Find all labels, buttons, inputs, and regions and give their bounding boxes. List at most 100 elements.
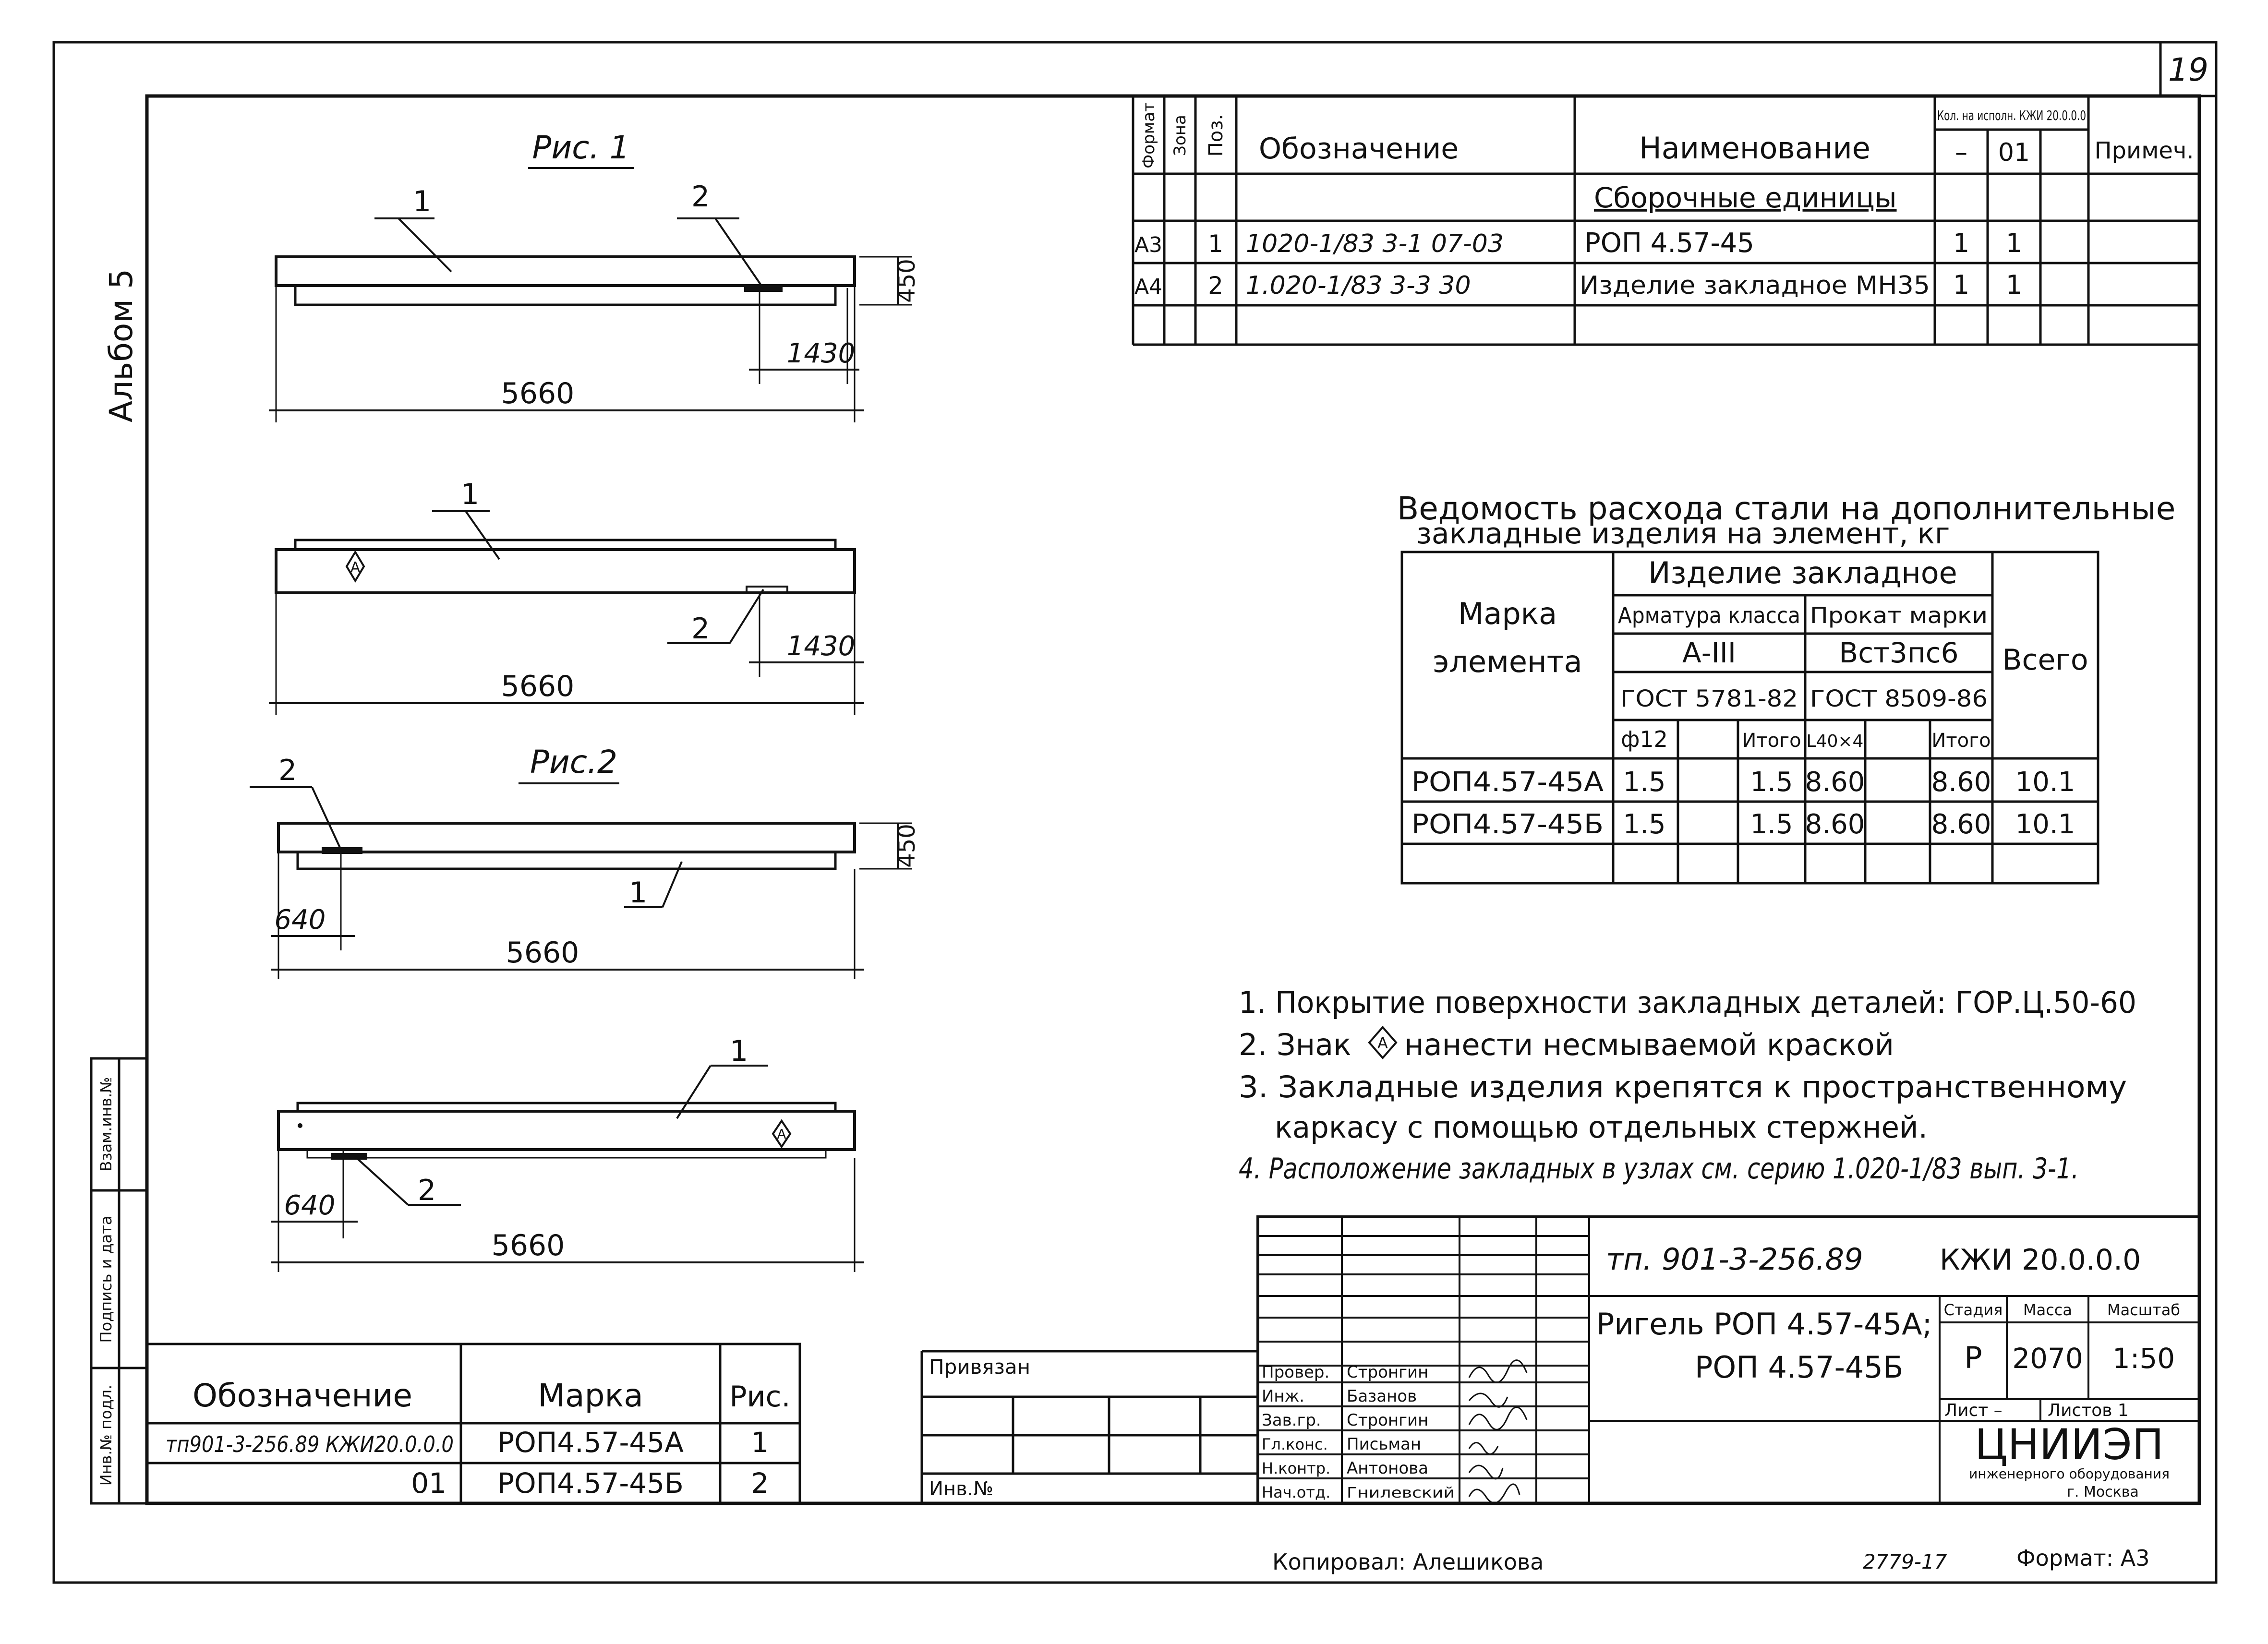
marks-row1-designation: тп901-3-256.89 КЖИ20.0.0.0: [166, 1431, 454, 1457]
spec-header-name: Наименование: [1639, 131, 1870, 166]
beam-1b-pos2: 2: [691, 612, 710, 646]
format-label: Формат: А3: [2016, 1545, 2149, 1571]
privyazan-block: Привязан Инв.№: [920, 1350, 1258, 1503]
steel-row2-mark: РОП4.57-45Б: [1411, 809, 1604, 840]
steel-row1-angle: 8.60: [1805, 767, 1865, 798]
marks-table: Обозначение Марка Рис. тп901-3-256.89 КЖ…: [145, 1343, 801, 1505]
spec-header-qty-dash: –: [1955, 138, 1967, 167]
beam-2b-pos2: 2: [418, 1174, 436, 1207]
steel-rolled-gost: ГОСТ 8509-86: [1810, 685, 1988, 712]
beam-1b-offset: 1430: [787, 631, 856, 662]
note-3-cont: каркасу с помощью отдельных стержней.: [1275, 1110, 1928, 1145]
steel-title-1: Ведомость расхода стали на дополнительны…: [1397, 490, 2175, 527]
steel-row1-itogo2: 8.60: [1931, 767, 1991, 798]
steel-mark-header-2: элемента: [1433, 644, 1582, 679]
steel-row1-mark: РОП4.57-45А: [1411, 767, 1604, 798]
spec-row1-format: А3: [1134, 233, 1162, 257]
sheets-label: Листов 1: [2048, 1401, 2129, 1420]
steel-row2-angle: 8.60: [1805, 809, 1865, 840]
steel-group-header: Изделие закладное: [1648, 555, 1957, 590]
figure-1: Рис. 1 1 2 450 1430 5: [269, 129, 920, 715]
marks-row2-designation: 01: [411, 1467, 446, 1500]
album-label: Альбом 5: [103, 269, 140, 422]
note-2-end: нанести несмываемой краской: [1404, 1027, 1894, 1062]
vzam-inv-label: Взам.инв.№: [97, 1077, 115, 1172]
steel-row2-phi: 1.5: [1623, 809, 1665, 840]
role-3: Зав.гр.: [1262, 1411, 1321, 1430]
sheet-label: Лист –: [1944, 1401, 2003, 1420]
note-2-mark-icon: [1368, 1025, 1398, 1060]
spec-row2-pos: 2: [1208, 272, 1223, 300]
title-line2: РОП 4.57-45Б: [1695, 1350, 1903, 1385]
copied-by: Копировал: Алешикова: [1272, 1549, 1544, 1575]
spec-row2-format: А4: [1134, 275, 1162, 299]
title-block: Провер. Стронгин Инж. Базанов Зав.гр. Ст…: [1256, 1215, 2201, 1505]
beam-1b: А 1 2 1430 5660: [269, 478, 864, 715]
mass-label: Масса: [2023, 1301, 2072, 1319]
beam-2b-length: 5660: [492, 1229, 565, 1262]
steel-title-2: закладные изделия на элемент, кг: [1416, 517, 1950, 551]
beam-1b-mark: А: [350, 559, 361, 576]
title-line1: Ригель РОП 4.57-45А;: [1596, 1307, 1932, 1342]
sheet-number: 19: [2168, 51, 2208, 88]
note-2-start: 2. Знак: [1239, 1027, 1351, 1062]
role-3-name: Стронгин: [1347, 1411, 1428, 1430]
steel-rolled-grade: Вст3пс6: [1839, 636, 1958, 669]
spec-header-note: Примеч.: [2094, 137, 2194, 164]
spec-table: Формат Зона Поз. Обозначение Наименовани…: [1132, 96, 2199, 346]
beam-2a-offset: 640: [275, 904, 326, 936]
spec-header-pos: Поз.: [1205, 114, 1227, 157]
beam-2a-height: 450: [893, 824, 920, 868]
spec-header-qty-01: 01: [1998, 138, 2030, 167]
role-5: Н.контр.: [1262, 1459, 1330, 1477]
fig1-title: Рис. 1: [532, 129, 630, 166]
sheet-frames: [52, 41, 2218, 1584]
beam-2b-offset: 640: [284, 1190, 336, 1221]
beam-1b-pos1: 1: [461, 478, 479, 511]
beam-2b-mark: А: [777, 1126, 786, 1142]
steel-rolled-mark: Прокат марки: [1810, 602, 1988, 628]
spec-row2-q1: 1: [1953, 270, 1969, 300]
spec-section: Сборочные единицы: [1594, 181, 1897, 214]
steel-col-itogo: Итого: [1742, 730, 1801, 752]
marks-header-designation: Обозначение: [193, 1377, 412, 1414]
marks-row1-mark: РОП4.57-45А: [497, 1426, 684, 1459]
beam-1a: 1 2 450 1430 5660: [269, 180, 920, 422]
steel-col-itogo2: Итого: [1931, 730, 1991, 752]
scale-value: 1:50: [2112, 1342, 2175, 1375]
beam-1a-offset: 1430: [787, 338, 856, 369]
spec-row1-q1: 1: [1953, 228, 1969, 258]
beam-1a-height: 450: [893, 259, 920, 303]
marks-header-fig: Рис.: [729, 1380, 790, 1414]
spec-row1-name: РОП 4.57-45: [1584, 228, 1754, 259]
marks-row2-mark: РОП4.57-45Б: [497, 1467, 684, 1500]
inv-podl-label: Инв.№ подл.: [97, 1385, 115, 1486]
role-1-name: Стронгин: [1347, 1363, 1428, 1382]
spec-row2-name: Изделие закладное МН35: [1580, 271, 1930, 300]
beam-2a: 2 1 450 640 5660: [250, 754, 920, 979]
steel-col-phi: ф12: [1621, 726, 1668, 752]
org-name: ЦНИИЭП: [1975, 1420, 2164, 1469]
org-line3: г. Москва: [2067, 1484, 2139, 1500]
marks-header-mark: Марка: [538, 1377, 643, 1414]
steel-mark-header-1: Марка: [1458, 596, 1557, 631]
stage-value: Р: [1964, 1340, 1982, 1375]
signature-date-label: Подпись и дата: [97, 1215, 115, 1343]
spec-row2-designation: 1.020-1/83 3-3 30: [1246, 271, 1471, 300]
steel-row2-itogo2: 8.60: [1931, 809, 1991, 840]
signatures: [1468, 1359, 1528, 1504]
stage-label: Стадия: [1944, 1301, 2003, 1319]
steel-row1-phi: 1.5: [1623, 767, 1665, 798]
note-4: 4. Расположение закладных в узлах см. се…: [1239, 1152, 2079, 1186]
role-4: Гл.конс.: [1262, 1435, 1328, 1453]
spec-row1-designation: 1020-1/83 3-1 07-03: [1246, 229, 1504, 258]
beam-1b-length: 5660: [501, 670, 575, 703]
marks-row2-fig: 2: [751, 1467, 769, 1500]
role-2-name: Базанов: [1347, 1387, 1417, 1406]
privyazan-label: Привязан: [929, 1355, 1030, 1379]
role-2: Инж.: [1262, 1387, 1304, 1406]
mass-value: 2070: [2012, 1342, 2083, 1375]
spec-row2-q2: 1: [2006, 270, 2022, 300]
spec-header-designation: Обозначение: [1259, 132, 1459, 166]
